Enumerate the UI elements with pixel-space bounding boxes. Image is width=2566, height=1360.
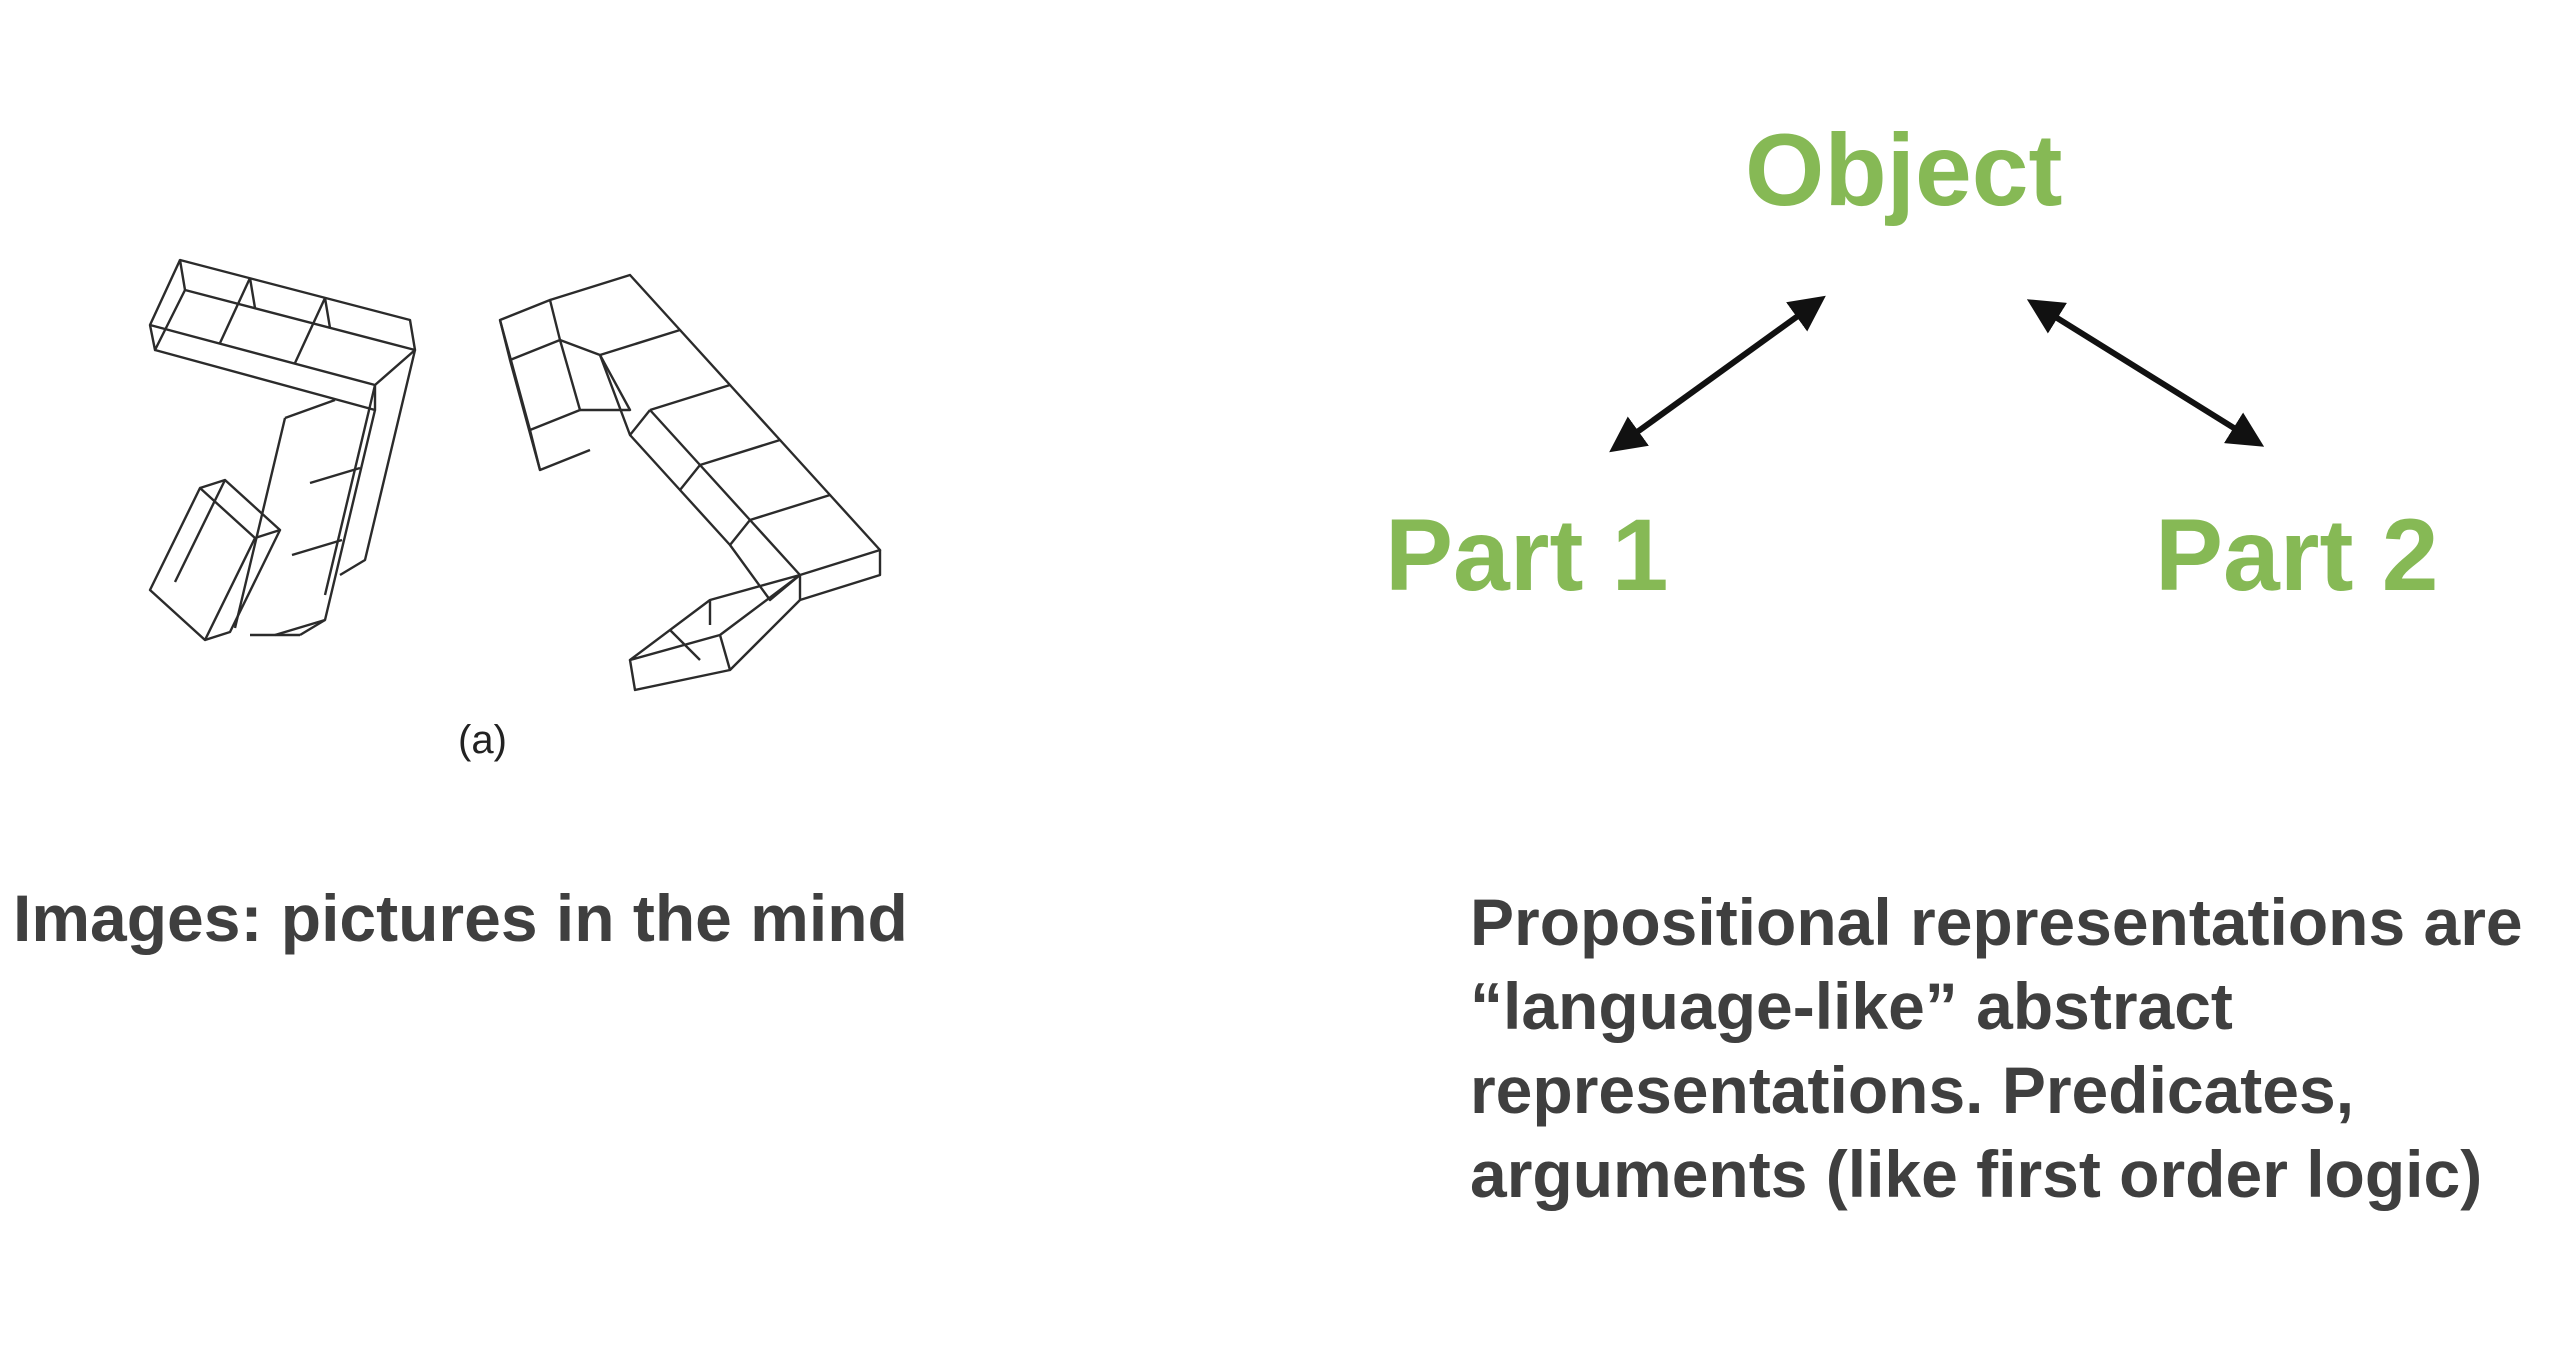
arrow-object-part1 [1609,295,1826,453]
propositional-caption: Propositional representations are “langu… [1470,885,2523,1211]
left-block-shape [148,258,417,642]
part-2-node: Part 2 [2155,498,2439,612]
images-caption: Images: pictures in the mind [13,881,908,955]
arrow-object-part2 [2026,299,2265,447]
mental-rotation-cubes-figure [148,258,882,692]
object-node: Object [1745,113,2063,227]
part-1-node: Part 1 [1385,498,1669,612]
figure-label: (a) [458,718,507,762]
right-block-shape [498,273,882,692]
